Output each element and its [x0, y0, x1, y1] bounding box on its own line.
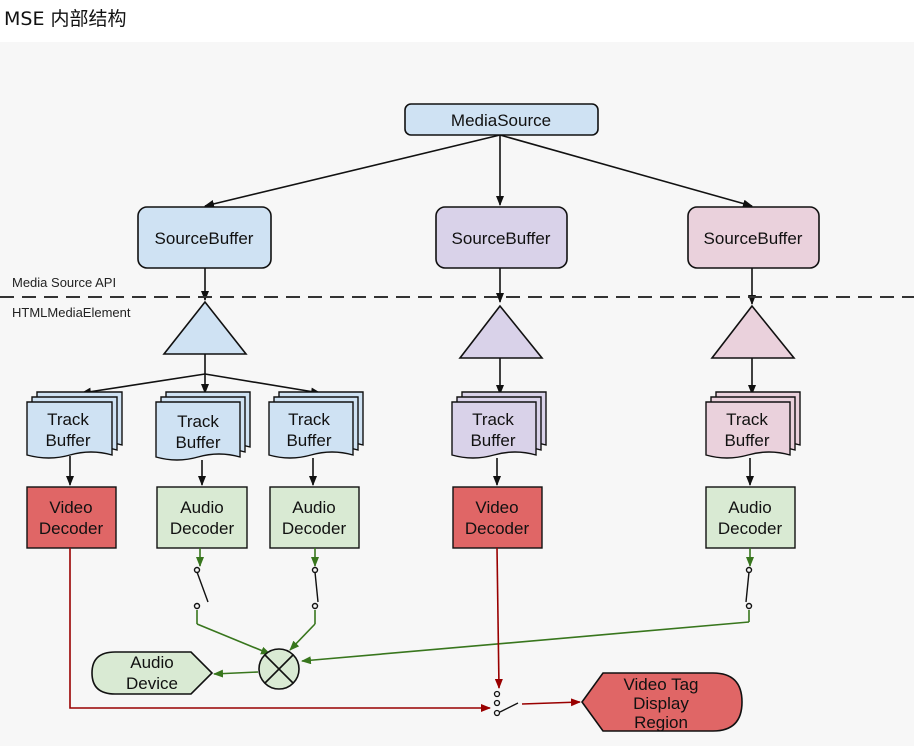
video-paths: [69, 547, 581, 712]
audio-device-node: Audio Device: [91, 651, 214, 695]
video-tag-line2: Display: [633, 694, 689, 713]
source-buffer-label: SourceBuffer: [704, 229, 803, 248]
media-source-api-label: Media Source API: [12, 275, 116, 290]
video-tag-line1: Video Tag: [624, 675, 699, 694]
source-buffer-3: SourceBuffer: [687, 206, 820, 269]
track-buffer-line2: Buffer: [470, 431, 515, 450]
track-buffer-line1: Track: [47, 410, 89, 429]
video-tag-line3: Region: [634, 713, 688, 732]
track-buffer-line1: Track: [726, 410, 768, 429]
track-buffer-line2: Buffer: [45, 431, 90, 450]
source-buffer-label: SourceBuffer: [452, 229, 551, 248]
source-buffer-2: SourceBuffer: [435, 206, 568, 269]
media-source-label: MediaSource: [451, 111, 551, 130]
audio-decoder-2: Audio Decoder: [269, 486, 360, 549]
video-decoder-1: Video Decoder: [26, 486, 117, 549]
video-tag-display-node: Video Tag Display Region: [581, 672, 743, 732]
media-source-node: MediaSource: [404, 103, 599, 136]
audio-switch-icons: [193, 566, 753, 610]
track-buffer-3: Track Buffer: [268, 391, 364, 459]
edges-splitter: [81, 354, 756, 396]
audio-decoder-line1: Audio: [180, 498, 223, 517]
track-buffer-line1: Track: [177, 412, 219, 431]
track-buffer-1: Track Buffer: [26, 391, 123, 459]
edges-sourcebuffer: [201, 268, 756, 305]
audio-device-line2: Device: [126, 674, 178, 693]
track-buffer-line1: Track: [288, 410, 330, 429]
audio-mixer-icon: [258, 648, 300, 690]
audio-decoder-line1: Audio: [728, 498, 771, 517]
edges-decoders: [66, 456, 754, 486]
source-buffer-1: SourceBuffer: [137, 206, 272, 269]
video-decoder-line2: Decoder: [465, 519, 530, 538]
track-buffer-4: Track Buffer: [451, 391, 547, 459]
audio-decoder-line1: Audio: [292, 498, 335, 517]
edges-mediasource: [204, 134, 753, 208]
video-decoder-2: Video Decoder: [452, 486, 543, 549]
audio-paths: [196, 548, 754, 678]
audio-decoder-line2: Decoder: [170, 519, 235, 538]
audio-decoder-1: Audio Decoder: [156, 486, 248, 549]
track-buffer-5: Track Buffer: [705, 391, 801, 459]
audio-device-line1: Audio: [130, 653, 173, 672]
track-buffer-2: Track Buffer: [155, 391, 251, 461]
demux-triangle-3: [710, 304, 796, 359]
video-decoder-line2: Decoder: [39, 519, 104, 538]
track-buffer-line1: Track: [472, 410, 514, 429]
track-buffer-line2: Buffer: [724, 431, 769, 450]
audio-decoder-line2: Decoder: [718, 519, 783, 538]
video-switch-icon: [493, 690, 519, 717]
audio-decoder-line2: Decoder: [282, 519, 347, 538]
html-media-element-label: HTMLMediaElement: [12, 305, 131, 320]
demux-triangle-1: [162, 300, 248, 355]
video-decoder-line1: Video: [49, 498, 92, 517]
audio-decoder-3: Audio Decoder: [705, 486, 796, 549]
source-buffer-label: SourceBuffer: [155, 229, 254, 248]
video-decoder-line1: Video: [475, 498, 518, 517]
page-title: MSE 内部结构: [4, 8, 127, 30]
track-buffer-line2: Buffer: [286, 431, 331, 450]
demux-triangle-2: [458, 304, 544, 359]
track-buffer-line2: Buffer: [175, 433, 220, 452]
